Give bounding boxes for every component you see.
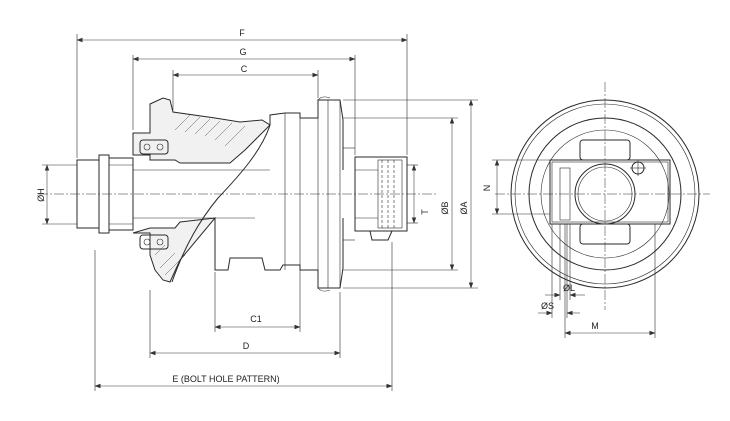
dim-C1-label: C1 (250, 314, 262, 324)
outer-flange-circle (510, 99, 700, 289)
dim-B-label: ØB (440, 201, 450, 214)
top-slot (579, 139, 631, 161)
dim-D-label: D (243, 341, 250, 351)
rim-circle (528, 117, 682, 271)
dimension-F: F (76, 28, 408, 158)
left-shaft-section (76, 154, 270, 234)
side-view: F G C C1 D E (B (36, 28, 478, 391)
dim-M-label: M (591, 321, 599, 331)
dim-N-label: N (482, 185, 492, 192)
bottom-slot (579, 223, 631, 245)
dimension-G: G (132, 47, 356, 155)
mounting-plate (549, 159, 671, 225)
upper-bearing (139, 139, 169, 155)
dim-S-label: ØS (541, 301, 554, 311)
dimension-B: ØB (343, 117, 458, 271)
dimension-T: T (411, 164, 430, 224)
dimension-N: N (482, 159, 550, 215)
bolt-hole-icon (630, 160, 646, 176)
dimension-L: ØL (545, 224, 585, 300)
dim-F-label: F (239, 28, 245, 38)
right-end-cap (354, 156, 418, 241)
dim-H-label: ØH (36, 188, 46, 202)
dim-L-label: ØL (563, 283, 575, 293)
hub-seal-section (132, 97, 271, 283)
dim-T-label: T (420, 209, 430, 215)
dimension-M: M (564, 224, 656, 338)
dimension-A: ØA (343, 99, 478, 289)
dimension-H: ØH (36, 164, 77, 225)
lower-bearing (139, 234, 169, 250)
roller-body (171, 96, 355, 292)
dimension-E: E (BOLT HOLE PATTERN) (94, 242, 393, 391)
dimension-S: ØS (538, 224, 580, 318)
dim-C-label: C (241, 64, 248, 74)
dimension-D: D (149, 290, 341, 358)
dim-G-label: G (239, 47, 246, 57)
dimension-C: C (172, 64, 319, 110)
dimension-C1: C1 (214, 268, 301, 332)
dim-E-label: E (BOLT HOLE PATTERN) (172, 374, 279, 384)
end-view: N ØL ØS M (482, 82, 710, 338)
dim-A-label: ØA (459, 201, 469, 214)
